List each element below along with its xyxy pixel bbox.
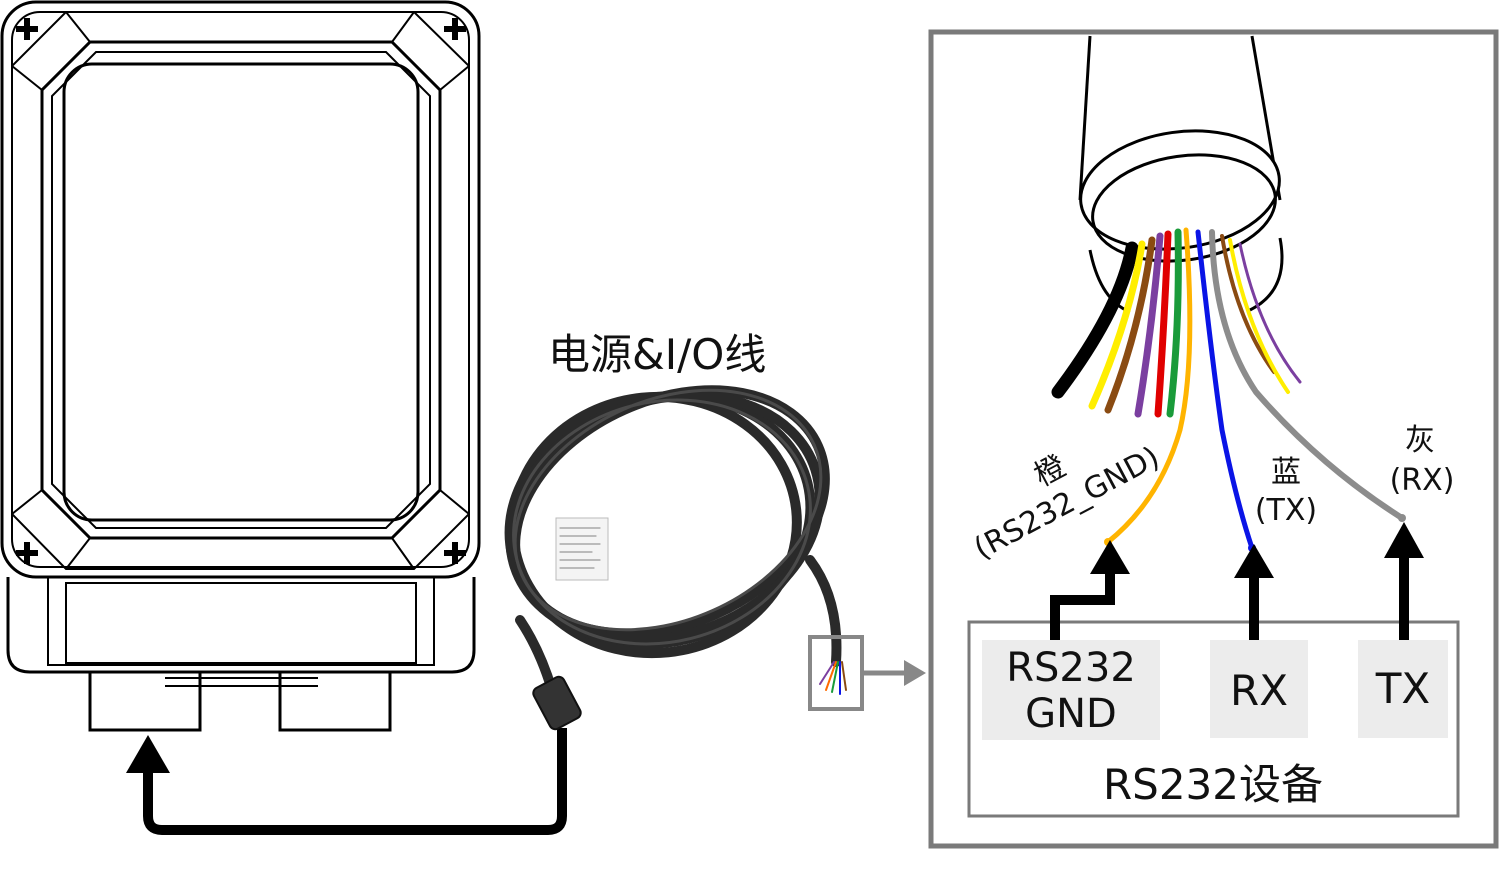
cable-title: 电源&I/O线 (548, 330, 767, 379)
wire-orange (1105, 227, 1193, 545)
pin-rs232-gnd: RS232 GND (982, 640, 1160, 740)
wire-green (1166, 228, 1182, 418)
pin-tx: TX (1358, 640, 1448, 738)
wire-brown-2 (1220, 234, 1276, 374)
rs232-device-box (967, 620, 1460, 818)
camera-cable-link (126, 728, 567, 835)
wire-black (1051, 241, 1139, 399)
pin-rs232-gnd-line1: RS232 (1006, 645, 1136, 691)
wire-purple-2 (1238, 242, 1302, 384)
signal-arrows (1050, 522, 1424, 656)
wire-yellow-2 (1228, 238, 1290, 394)
wire-brown (1104, 236, 1156, 414)
blue-color-name: 蓝 (1271, 455, 1301, 490)
corner-cross-icon (16, 18, 466, 564)
pin-rx: RX (1210, 640, 1308, 738)
cable-coil (504, 385, 847, 731)
up-arrow-icon (1234, 544, 1274, 578)
detail-frame (928, 29, 1499, 849)
wire-gray (1209, 229, 1405, 521)
pin-tx-label: TX (1375, 664, 1431, 713)
up-arrow-icon (1090, 540, 1130, 574)
pin-rs232-gnd-line2: GND (1025, 691, 1117, 737)
pin-rx-label: RX (1230, 666, 1288, 715)
wire-blue (1195, 229, 1255, 551)
right-arrow-icon (904, 660, 926, 686)
gray-color-name: 灰 (1405, 423, 1435, 458)
zoom-arrow (862, 660, 926, 686)
up-arrow-icon (1384, 522, 1424, 558)
camera-body (0, 0, 481, 732)
wire-bundle (1051, 227, 1405, 551)
wire-red (1154, 230, 1172, 418)
device-title: RS232设备 (1102, 760, 1323, 809)
up-arrow-icon (126, 735, 170, 773)
wire-yellow (1088, 240, 1146, 410)
gray-signal-name: (RX) (1389, 463, 1455, 498)
wire-purple (1134, 232, 1164, 418)
blue-signal-name: (TX) (1254, 493, 1318, 528)
